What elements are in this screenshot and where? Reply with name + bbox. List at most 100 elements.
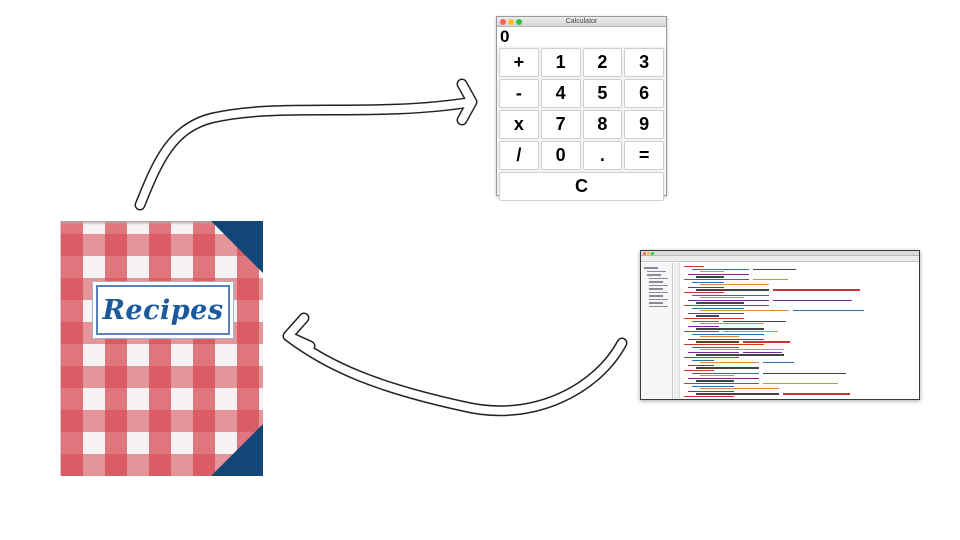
tree-item xyxy=(649,298,668,300)
key-7[interactable]: 7 xyxy=(540,110,581,139)
code-line xyxy=(692,372,759,374)
close-window-icon xyxy=(643,252,646,255)
ide-code-editor xyxy=(674,263,919,399)
code-line xyxy=(743,341,790,343)
code-line xyxy=(692,359,714,361)
code-line xyxy=(684,279,749,281)
code-line xyxy=(692,294,769,296)
tree-item xyxy=(649,291,668,293)
code-line xyxy=(696,328,764,330)
tree-item xyxy=(647,274,661,276)
key-2[interactable]: 2 xyxy=(582,48,623,77)
code-line xyxy=(696,302,744,304)
tree-item xyxy=(649,295,663,297)
code-line xyxy=(763,362,794,364)
code-line xyxy=(743,351,782,354)
code-line xyxy=(688,364,714,367)
code-line xyxy=(688,299,769,302)
code-line xyxy=(723,320,786,322)
close-window-icon[interactable] xyxy=(500,19,506,25)
arrow-ide-to-book xyxy=(282,312,628,417)
code-line xyxy=(696,289,769,291)
ide-toolbar xyxy=(641,256,919,262)
key-1[interactable]: 1 xyxy=(540,48,581,77)
code-line xyxy=(700,284,769,286)
code-line xyxy=(753,268,796,270)
key-6[interactable]: 6 xyxy=(624,79,664,108)
code-line xyxy=(684,266,704,268)
code-line xyxy=(688,312,744,315)
book-corner-top xyxy=(211,221,263,273)
book-title: Recipes xyxy=(102,294,224,326)
code-line xyxy=(684,331,719,333)
key-decimal[interactable]: . xyxy=(582,141,623,170)
code-line xyxy=(696,393,779,395)
key-4[interactable]: 4 xyxy=(540,79,581,108)
code-line xyxy=(696,354,784,356)
key-9[interactable]: 9 xyxy=(624,110,664,139)
calculator-titlebar: Calculator xyxy=(497,17,666,27)
code-line xyxy=(773,299,852,302)
key-3[interactable]: 3 xyxy=(624,48,664,77)
calculator-display: 0 xyxy=(497,27,666,46)
ide-titlebar xyxy=(641,251,919,256)
arrow-book-to-calculator xyxy=(134,78,478,211)
code-line xyxy=(688,390,734,393)
code-line xyxy=(696,367,759,369)
key-clear[interactable]: C xyxy=(499,172,664,201)
code-line xyxy=(684,383,759,385)
code-line xyxy=(696,315,719,317)
key-multiply[interactable]: x xyxy=(499,110,539,139)
code-line xyxy=(700,323,764,325)
minimize-window-icon xyxy=(647,252,650,255)
code-line xyxy=(783,393,850,395)
code-line xyxy=(700,375,734,377)
key-0[interactable]: 0 xyxy=(540,141,581,170)
code-line xyxy=(700,388,779,390)
code-line xyxy=(692,307,744,309)
code-line xyxy=(688,286,724,289)
code-line xyxy=(692,333,764,335)
key-8[interactable]: 8 xyxy=(582,110,623,139)
code-line xyxy=(700,310,789,312)
tree-item xyxy=(644,267,658,269)
code-line xyxy=(688,351,739,354)
minimize-window-icon[interactable] xyxy=(508,19,514,25)
code-line xyxy=(723,331,778,333)
code-line xyxy=(684,292,724,294)
code-line xyxy=(692,281,724,283)
code-line xyxy=(684,344,764,346)
code-line xyxy=(684,370,714,372)
tree-item xyxy=(649,284,668,286)
code-line xyxy=(696,341,739,343)
key-plus[interactable]: + xyxy=(499,48,539,77)
key-divide[interactable]: / xyxy=(499,141,539,170)
code-line xyxy=(684,305,769,307)
ide-body xyxy=(641,263,919,399)
code-line xyxy=(700,336,739,338)
tree-item xyxy=(649,305,668,307)
tree-item xyxy=(649,302,663,304)
code-line xyxy=(700,349,784,351)
code-line xyxy=(684,396,734,398)
code-line xyxy=(753,279,788,281)
code-line xyxy=(692,320,719,322)
key-minus[interactable]: - xyxy=(499,79,539,108)
maximize-window-icon[interactable] xyxy=(516,19,522,25)
code-line xyxy=(773,289,860,291)
code-line xyxy=(763,383,838,385)
key-5[interactable]: 5 xyxy=(582,79,623,108)
maximize-window-icon xyxy=(651,252,654,255)
code-line xyxy=(696,380,734,382)
key-equals[interactable]: = xyxy=(624,141,664,170)
code-line xyxy=(700,297,744,299)
tree-item xyxy=(649,288,663,290)
code-line xyxy=(763,372,846,374)
book-corner-bottom xyxy=(211,424,263,476)
code-line xyxy=(688,273,749,276)
code-line xyxy=(692,346,739,348)
code-line xyxy=(684,318,744,320)
